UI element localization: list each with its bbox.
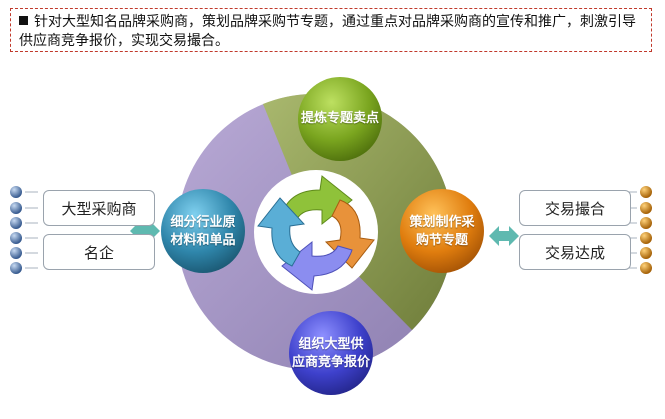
node-top-circle bbox=[298, 77, 382, 161]
node-right-circle bbox=[400, 189, 484, 273]
cycle-arrows-icon bbox=[257, 175, 375, 291]
box-trade-completed: 交易达成 bbox=[519, 234, 631, 270]
right-double-arrow-icon bbox=[489, 226, 519, 246]
bullet-square-icon bbox=[19, 16, 28, 25]
box-trade-matching: 交易撮合 bbox=[519, 190, 631, 226]
node-bottom-circle bbox=[289, 311, 373, 395]
box-famous-enterprise: 名企 bbox=[43, 234, 155, 270]
right-dots bbox=[640, 186, 652, 274]
intro-banner: 针对大型知名品牌采购商，策划品牌采购节专题，通过重点对品牌采购商的宣传和推广，刺… bbox=[10, 8, 652, 52]
node-right-label: 策划制作采 购节专题 bbox=[409, 215, 475, 248]
intro-text: 针对大型知名品牌采购商，策划品牌采购节专题，通过重点对品牌采购商的宣传和推广，刺… bbox=[19, 14, 636, 49]
node-bottom-label: 组织大型供 应商竞争报价 bbox=[291, 337, 370, 370]
node-top-label: 提炼专题卖点 bbox=[300, 111, 379, 126]
box-large-buyer: 大型采购商 bbox=[43, 190, 155, 226]
left-dot-connectors bbox=[25, 191, 38, 269]
left-dots bbox=[10, 186, 22, 274]
node-left-circle bbox=[161, 189, 245, 273]
node-left-label: 细分行业原 材料和单品 bbox=[170, 215, 236, 248]
